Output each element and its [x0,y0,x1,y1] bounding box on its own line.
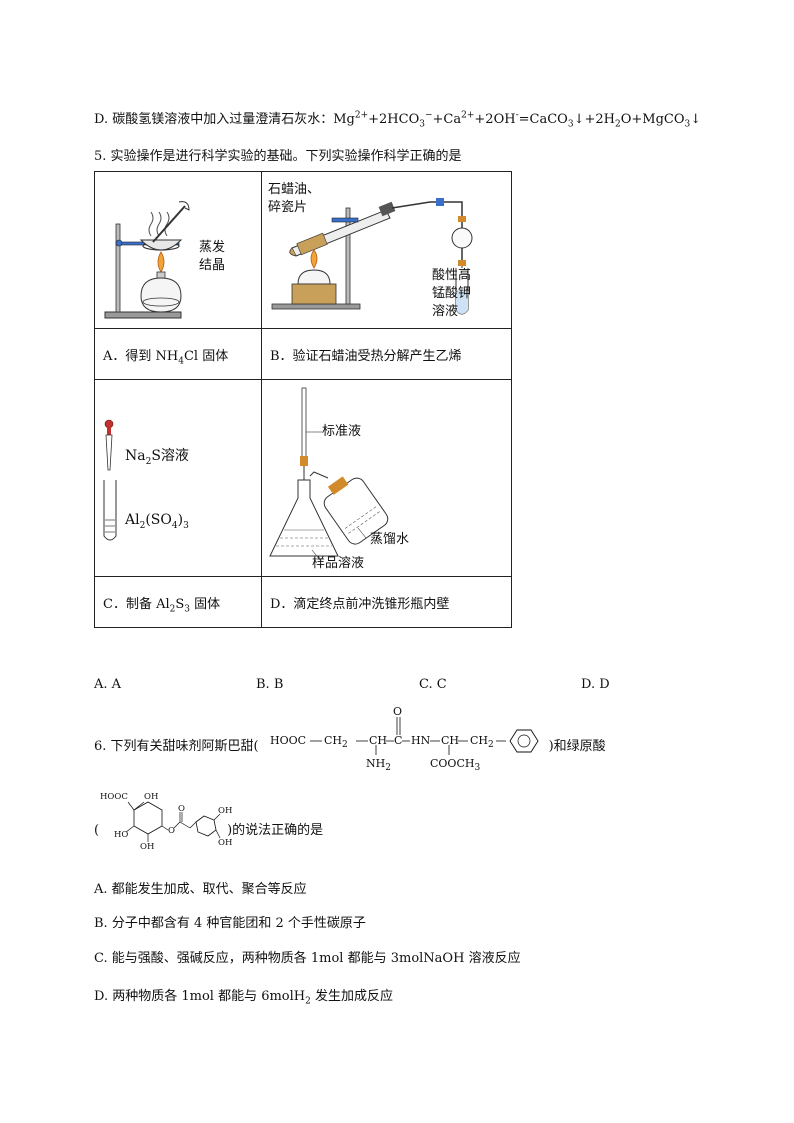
cell-a-figure: 蒸发 结晶 [94,171,262,329]
cell-a-caption: A．得到 NH4Cl 固体 [94,328,262,380]
label-standard-solution: 标准液 [322,424,362,439]
cell-c-figure: Na2S溶液 Al2(SO4)3 [94,379,262,577]
label-distilled-water: 蒸馏水 [370,532,410,547]
q6-stem-line1: 6. 下列有关甜味剂阿斯巴甜()和绿原酸 [94,739,606,754]
cell-b-caption: B．验证石蜡油受热分解产生乙烯 [261,328,512,380]
aspartame-structure: HOOC CH2 CH C O HN CH CH2 NH2 COOCH3 [270,705,560,777]
titration-apparatus [269,387,389,561]
q6-option-d[interactable]: D. 两种物质各 1mol 都能与 6molH2 发生加成反应 [94,989,393,1007]
label-crystallize: 结晶 [199,258,226,273]
evaporation-apparatus [104,201,190,319]
q4-option-d: D. 碳酸氢镁溶液中加入过量澄清石灰水：Mg2++2HCO3−+Ca2++2OH… [94,110,702,130]
q6-option-c[interactable]: C. 能与强酸、强碱反应，两种物质各 1mol 都能与 3molNaOH 溶液反… [94,951,521,966]
chlorogenic-bonds [125,801,221,842]
label-sample-solution: 样品溶液 [312,556,365,571]
paraffin-cracking-apparatus [271,198,473,315]
label-acidic: 酸性高 [432,268,472,283]
label-evaporate: 蒸发 [199,240,226,255]
label-paraffin-oil: 石蜡油、 [268,182,321,197]
label-porcelain-chips: 碎瓷片 [268,200,308,215]
label-na2s: Na2S溶液 [125,448,189,467]
q5-option-b[interactable]: B. B [256,677,284,692]
cell-b-figure: 石蜡油、 碎瓷片 酸性高 锰酸钾 溶液 [261,171,512,329]
q6-option-b[interactable]: B. 分子中都含有 4 种官能团和 2 个手性碳原子 [94,916,366,931]
cell-d-figure: 标准液 蒸馏水 样品溶液 [261,379,512,577]
q6-option-a[interactable]: A. 都能发生加成、取代、聚合等反应 [94,882,307,897]
q6-stem-line2: ()的说法正确的是 [94,823,324,838]
cell-d-caption: D．滴定终点前冲洗锥形瓶内壁 [261,576,512,628]
cell-c-caption: C．制备 Al2S3 固体 [94,576,262,628]
q5-option-a[interactable]: A. A [94,677,122,692]
label-kmno4: 锰酸钾 [432,286,472,301]
experiment-table: 蒸发 结晶 [94,171,512,628]
q5-stem: 5. 实验操作是进行科学实验的基础。下列实验操作科学正确的是 [94,149,462,164]
label-solution: 溶液 [432,304,459,319]
q5-option-d[interactable]: D. D [581,677,610,692]
label-al2so43: Al2(SO4)3 [125,512,189,531]
dropper-and-tube [103,419,117,541]
chlorogenic-acid-structure: HOOC OH HO OH O O OH OH [100,788,240,864]
q5-option-c[interactable]: C. C [419,677,447,692]
aspartame-bonds [310,717,539,755]
